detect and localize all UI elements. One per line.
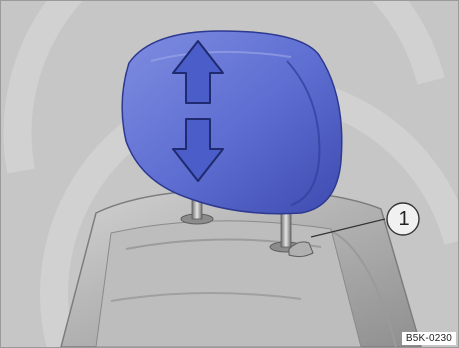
seat-back	[61, 189, 421, 347]
figure-code: B5K-0230	[402, 332, 456, 345]
callout-number: 1	[389, 204, 419, 234]
